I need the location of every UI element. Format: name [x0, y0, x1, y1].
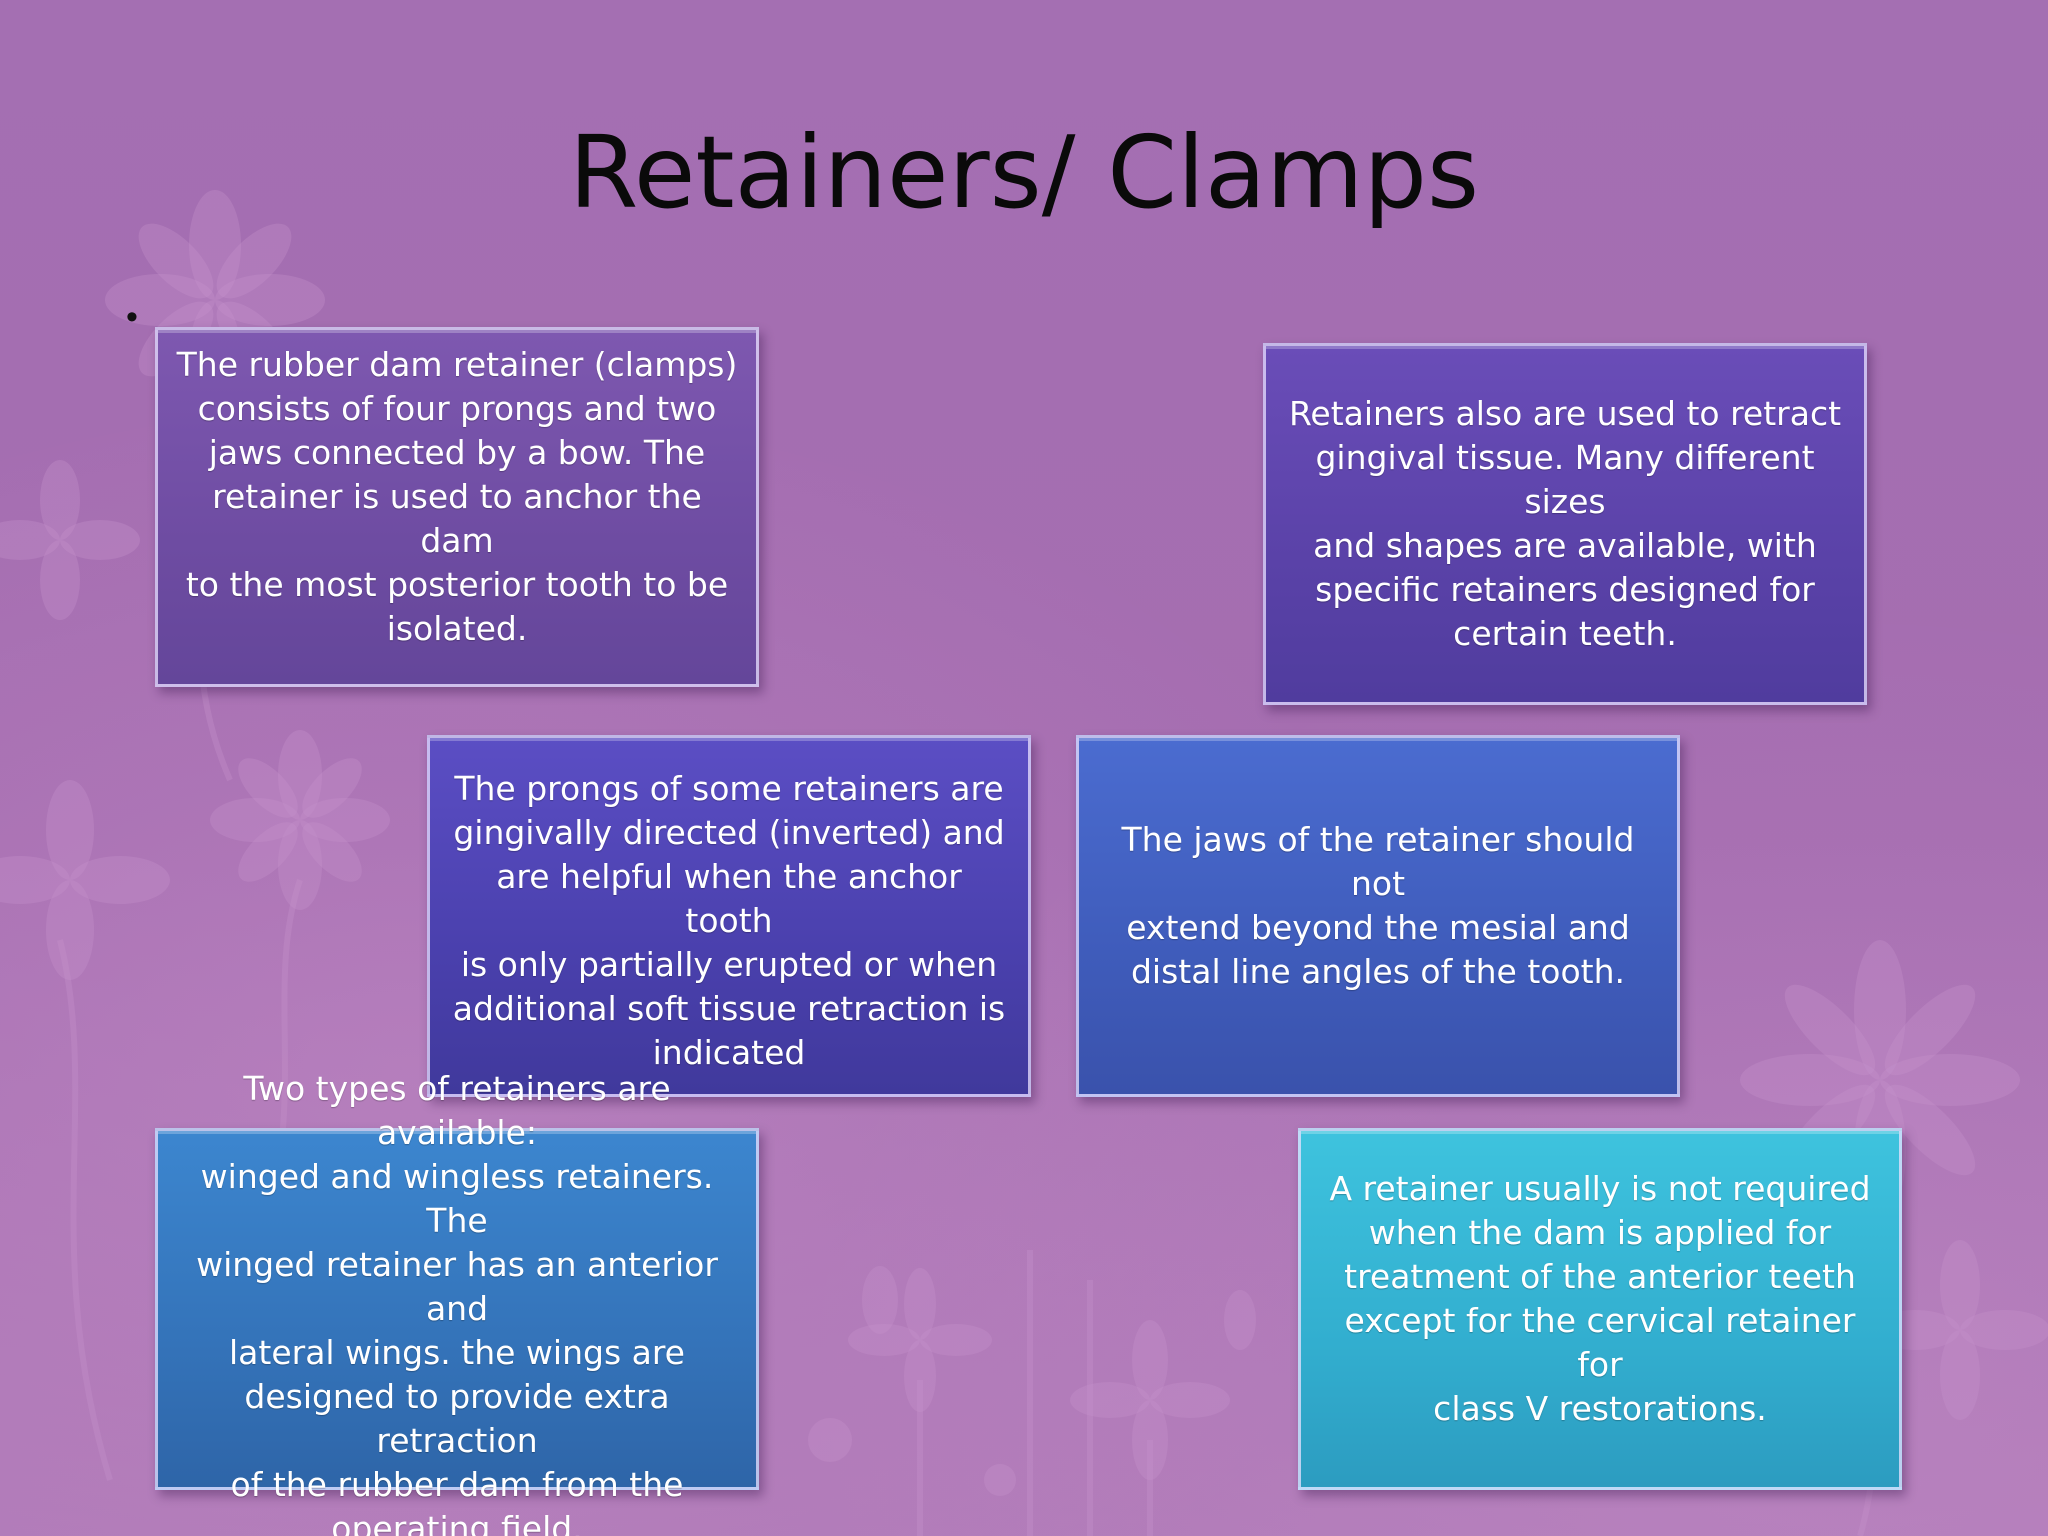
info-box-text: The rubber dam retainer (clamps) consist… — [176, 345, 738, 648]
info-box-anterior-teeth: A retainer usually is not required when … — [1298, 1128, 1902, 1490]
slide-title: Retainers/ Clamps — [568, 114, 1480, 231]
info-box-text: A retainer usually is not required when … — [1329, 1169, 1871, 1428]
bullet-marker: • — [126, 298, 138, 336]
info-box-gingival-retraction: Retainers also are used to retract gingi… — [1263, 343, 1867, 705]
info-box-text: The jaws of the retainer should not exte… — [1121, 820, 1635, 991]
info-box-text: Two types of retainers are available: wi… — [196, 1069, 718, 1536]
info-box-text: The prongs of some retainers are gingiva… — [452, 769, 1006, 1072]
info-box-inverted-prongs: The prongs of some retainers are gingiva… — [427, 735, 1031, 1097]
info-box-retainer-types: Two types of retainers are available: wi… — [155, 1069, 759, 1536]
info-box-retainer-description: The rubber dam retainer (clamps) consist… — [155, 327, 759, 687]
info-box-jaws-extent: The jaws of the retainer should not exte… — [1076, 735, 1680, 1097]
info-box-text: Retainers also are used to retract gingi… — [1288, 394, 1842, 653]
